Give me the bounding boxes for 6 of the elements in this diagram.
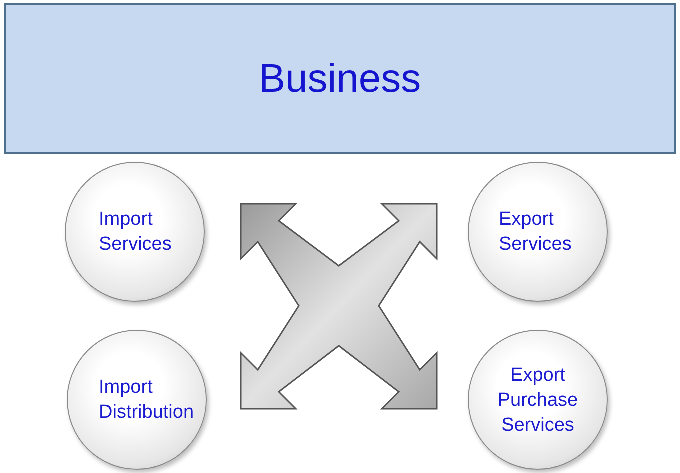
node-label: Import Distribution — [99, 376, 196, 425]
node-label: Import Services — [99, 208, 173, 257]
title-text: Business — [258, 56, 422, 102]
node-label: Export Purchase Services — [497, 364, 579, 438]
node-label: Export Services — [499, 208, 573, 257]
title-box — [4, 3, 676, 154]
